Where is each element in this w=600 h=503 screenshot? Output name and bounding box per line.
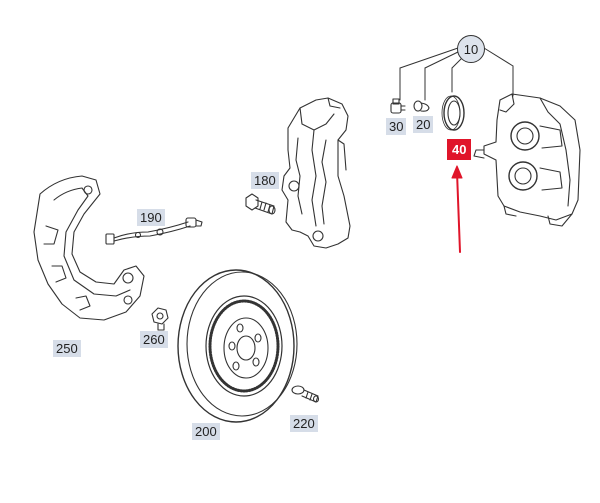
callout-200[interactable]: 200 — [192, 423, 220, 440]
part-30-bleeder — [390, 98, 406, 114]
highlight-arrow — [451, 165, 463, 253]
callout-30[interactable]: 30 — [386, 118, 407, 135]
callout-250[interactable]: 250 — [53, 340, 81, 357]
part-190-wear-sensor — [105, 217, 203, 245]
assembly-leader-lines — [399, 47, 514, 101]
callout-260[interactable]: 260 — [140, 331, 168, 348]
part-20-dust-cap — [413, 100, 430, 112]
caliper-carrier — [281, 97, 351, 249]
part-250-splash-shield — [33, 175, 145, 321]
part-260-bolt — [151, 307, 169, 331]
part-200-brake-disc — [177, 269, 298, 423]
callout-40-highlighted[interactable]: 40 — [447, 139, 472, 160]
part-180-bolt — [245, 193, 276, 215]
callout-assembly-10[interactable]: 10 — [457, 35, 485, 63]
callout-180[interactable]: 180 — [251, 172, 279, 189]
part-40-seal — [441, 95, 465, 131]
brake-caliper — [473, 93, 581, 227]
part-220-screw — [291, 385, 320, 403]
callout-220[interactable]: 220 — [290, 415, 318, 432]
callout-20[interactable]: 20 — [413, 116, 434, 133]
callout-190[interactable]: 190 — [137, 209, 165, 226]
